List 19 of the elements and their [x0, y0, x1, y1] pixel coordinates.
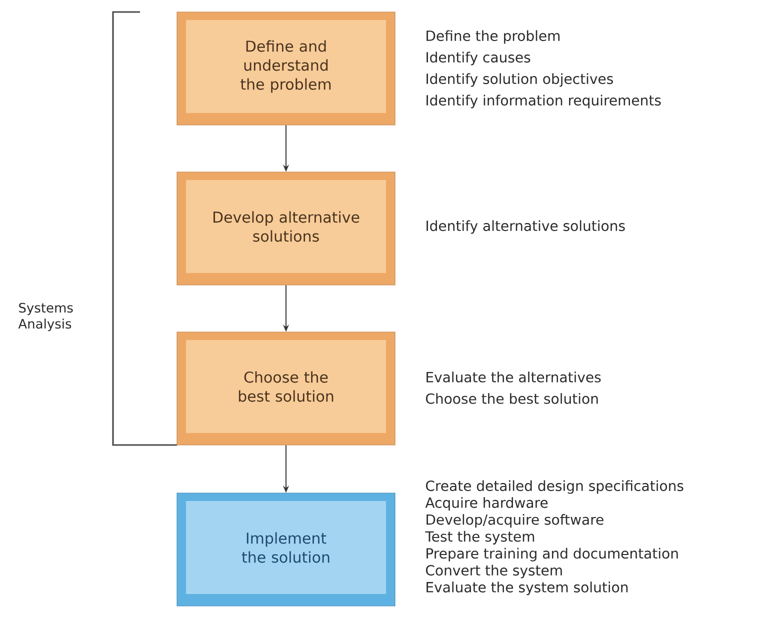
- task-item: Test the system: [425, 530, 534, 544]
- task-item: Evaluate the alternatives: [426, 372, 601, 382]
- task-item: Create detailed design specifications: [426, 480, 684, 494]
- task-item: Evaluate the system solution: [426, 582, 628, 596]
- task-item: Prepare training and documentation: [426, 548, 678, 562]
- process-box: Develop alternative solutions: [176, 172, 396, 286]
- task-item: Identify alternative solutions: [426, 220, 625, 234]
- bracket-label: Systems Analysis: [18, 302, 73, 332]
- process-box: Define and understand the problem: [176, 12, 396, 126]
- task-item: Identify solution objectives: [426, 73, 613, 87]
- task-item: Define the problem: [426, 30, 560, 44]
- task-item: Convert the system: [426, 564, 562, 578]
- process-box: Implement the solution: [176, 492, 396, 606]
- task-item: Identify causes: [426, 52, 530, 66]
- task-item: Acquire hardware: [425, 497, 548, 511]
- task-item: Identify information requirements: [426, 94, 661, 108]
- process-box: Choose the best solution: [176, 332, 396, 446]
- task-item: Choose the best solution: [426, 393, 598, 404]
- task-item: Develop/acquire software: [426, 514, 604, 528]
